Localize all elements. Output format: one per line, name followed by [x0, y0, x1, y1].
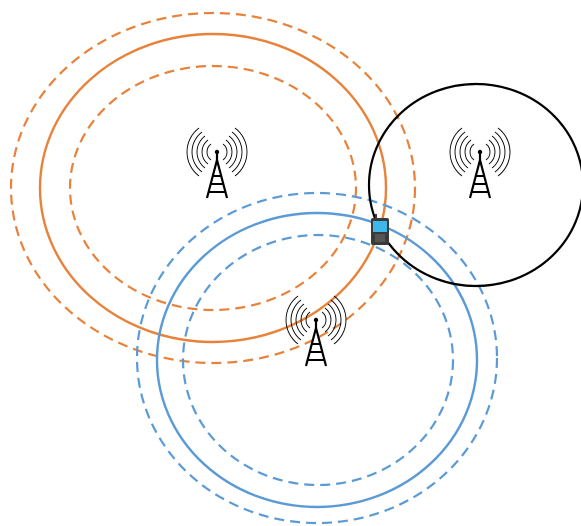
blue-inner-dashed-ring	[181, 233, 455, 487]
cell-tower-icon	[448, 126, 512, 200]
blue-range-circle	[155, 211, 479, 509]
black-range-circle	[367, 82, 581, 288]
orange-outer-dashed-ring	[9, 11, 417, 365]
orange-inner-dashed-ring	[68, 64, 358, 312]
blue-range-group	[135, 191, 499, 525]
cell-tower-icon	[284, 294, 348, 368]
orange-range-circle	[38, 32, 388, 344]
mobile-phone-icon	[371, 214, 389, 245]
cell-tower-icon	[185, 126, 249, 200]
blue-outer-dashed-ring	[135, 191, 499, 525]
orange-range-group	[9, 11, 417, 365]
